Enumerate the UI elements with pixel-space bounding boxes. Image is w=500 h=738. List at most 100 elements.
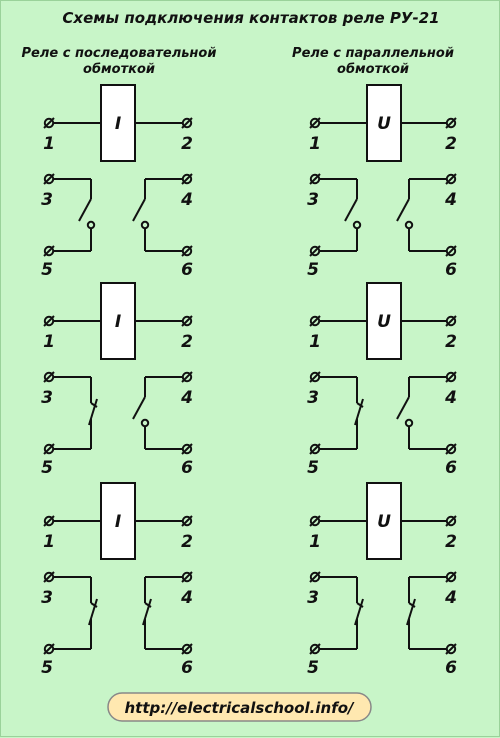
terminal-3-slash xyxy=(43,173,55,185)
contact-4-6-normally-open xyxy=(396,377,414,449)
terminal-label-6: 6 xyxy=(445,260,457,280)
contact-3-5-normally-closed xyxy=(88,577,98,649)
terminal-label-1: 1 xyxy=(43,532,55,552)
terminal-4 xyxy=(181,571,193,583)
terminal-1-slash xyxy=(43,117,55,129)
terminal-5 xyxy=(43,245,55,257)
terminal-label-2: 2 xyxy=(181,134,193,154)
terminal-label-1: 1 xyxy=(309,332,321,352)
terminal-5-slash xyxy=(309,643,321,655)
terminal-4-slash xyxy=(445,371,457,383)
terminal-5-slash xyxy=(309,245,321,257)
terminal-2 xyxy=(445,315,457,327)
terminal-5 xyxy=(43,643,55,655)
contact-blade xyxy=(396,396,410,420)
contact-4-6-normally-open xyxy=(132,179,150,251)
terminal-3 xyxy=(43,571,55,583)
terminal-label-5: 5 xyxy=(307,260,319,280)
terminal-4 xyxy=(445,371,457,383)
diagram-title: Схемы подключения контактов реле РУ-21 xyxy=(62,9,439,27)
footer-url: http://electricalschool.info/ xyxy=(124,699,355,717)
terminal-1-slash xyxy=(43,515,55,527)
terminal-1 xyxy=(309,515,321,527)
terminal-2 xyxy=(181,315,193,327)
contact-4-6-normally-closed xyxy=(142,577,152,649)
terminal-4-slash xyxy=(445,571,457,583)
terminal-label-2: 2 xyxy=(445,332,457,352)
contact-3-5-normally-open xyxy=(344,179,362,251)
terminal-1 xyxy=(309,315,321,327)
contact-3-5-normally-closed xyxy=(354,577,364,649)
contact-3-5-normally-closed xyxy=(88,377,98,449)
terminal-2-slash xyxy=(181,117,193,129)
terminal-6 xyxy=(181,443,193,455)
terminal-2-slash xyxy=(181,515,193,527)
contact-point xyxy=(404,418,414,428)
terminal-3-slash xyxy=(43,571,55,583)
terminal-1 xyxy=(309,117,321,129)
terminal-2-slash xyxy=(445,315,457,327)
terminal-label-1: 1 xyxy=(43,134,55,154)
terminal-label-5: 5 xyxy=(307,658,319,678)
terminal-3-slash xyxy=(309,571,321,583)
terminal-3 xyxy=(309,571,321,583)
terminal-4-slash xyxy=(181,371,193,383)
right-column-heading-line-2: обмоткой xyxy=(337,62,409,77)
terminal-label-6: 6 xyxy=(181,458,193,478)
coil-box xyxy=(100,282,136,360)
terminal-2-slash xyxy=(445,515,457,527)
terminal-2 xyxy=(445,515,457,527)
contact-blade xyxy=(132,198,146,222)
contact-blade xyxy=(396,198,410,222)
terminal-4 xyxy=(181,371,193,383)
right-column-heading-line-1: Реле с параллельной xyxy=(292,46,454,61)
footer-url-badge: http://electricalschool.info/ xyxy=(107,692,372,722)
terminal-5 xyxy=(309,245,321,257)
terminal-3-slash xyxy=(309,371,321,383)
terminal-2 xyxy=(181,515,193,527)
contact-stop xyxy=(90,402,98,408)
terminal-5-slash xyxy=(43,245,55,257)
terminal-5 xyxy=(309,443,321,455)
terminal-5 xyxy=(309,643,321,655)
terminal-5-slash xyxy=(309,443,321,455)
terminal-1 xyxy=(43,515,55,527)
terminal-label-6: 6 xyxy=(445,658,457,678)
contact-stop xyxy=(90,602,98,608)
terminal-4-slash xyxy=(181,571,193,583)
left-column-heading-line-2: обмоткой xyxy=(83,62,155,77)
terminal-6 xyxy=(445,443,457,455)
contact-stop xyxy=(144,602,152,608)
footer-badge-background xyxy=(107,692,372,722)
terminal-label-3: 3 xyxy=(41,190,53,210)
terminal-2 xyxy=(181,117,193,129)
contact-blade xyxy=(344,198,358,222)
terminal-1 xyxy=(43,315,55,327)
terminal-5 xyxy=(43,443,55,455)
coil-label: I xyxy=(115,512,121,532)
terminal-label-3: 3 xyxy=(307,588,319,608)
terminal-6-slash xyxy=(445,245,457,257)
contact-blade xyxy=(78,198,92,222)
terminal-label-4: 4 xyxy=(444,388,457,408)
terminal-5-slash xyxy=(43,443,55,455)
coil-label: I xyxy=(115,114,121,134)
coil-box xyxy=(366,482,402,560)
terminal-label-6: 6 xyxy=(181,658,193,678)
contact-point xyxy=(140,418,150,428)
terminal-label-4: 4 xyxy=(180,388,193,408)
contact-stop xyxy=(356,602,364,608)
terminal-label-1: 1 xyxy=(43,332,55,352)
contact-4-6-normally-open xyxy=(396,179,414,251)
terminal-label-4: 4 xyxy=(180,588,193,608)
terminal-1-slash xyxy=(309,515,321,527)
coil-box xyxy=(366,282,402,360)
terminal-label-5: 5 xyxy=(41,658,53,678)
coil-box xyxy=(100,84,136,162)
terminal-6-slash xyxy=(181,643,193,655)
coil-label: I xyxy=(115,312,121,332)
